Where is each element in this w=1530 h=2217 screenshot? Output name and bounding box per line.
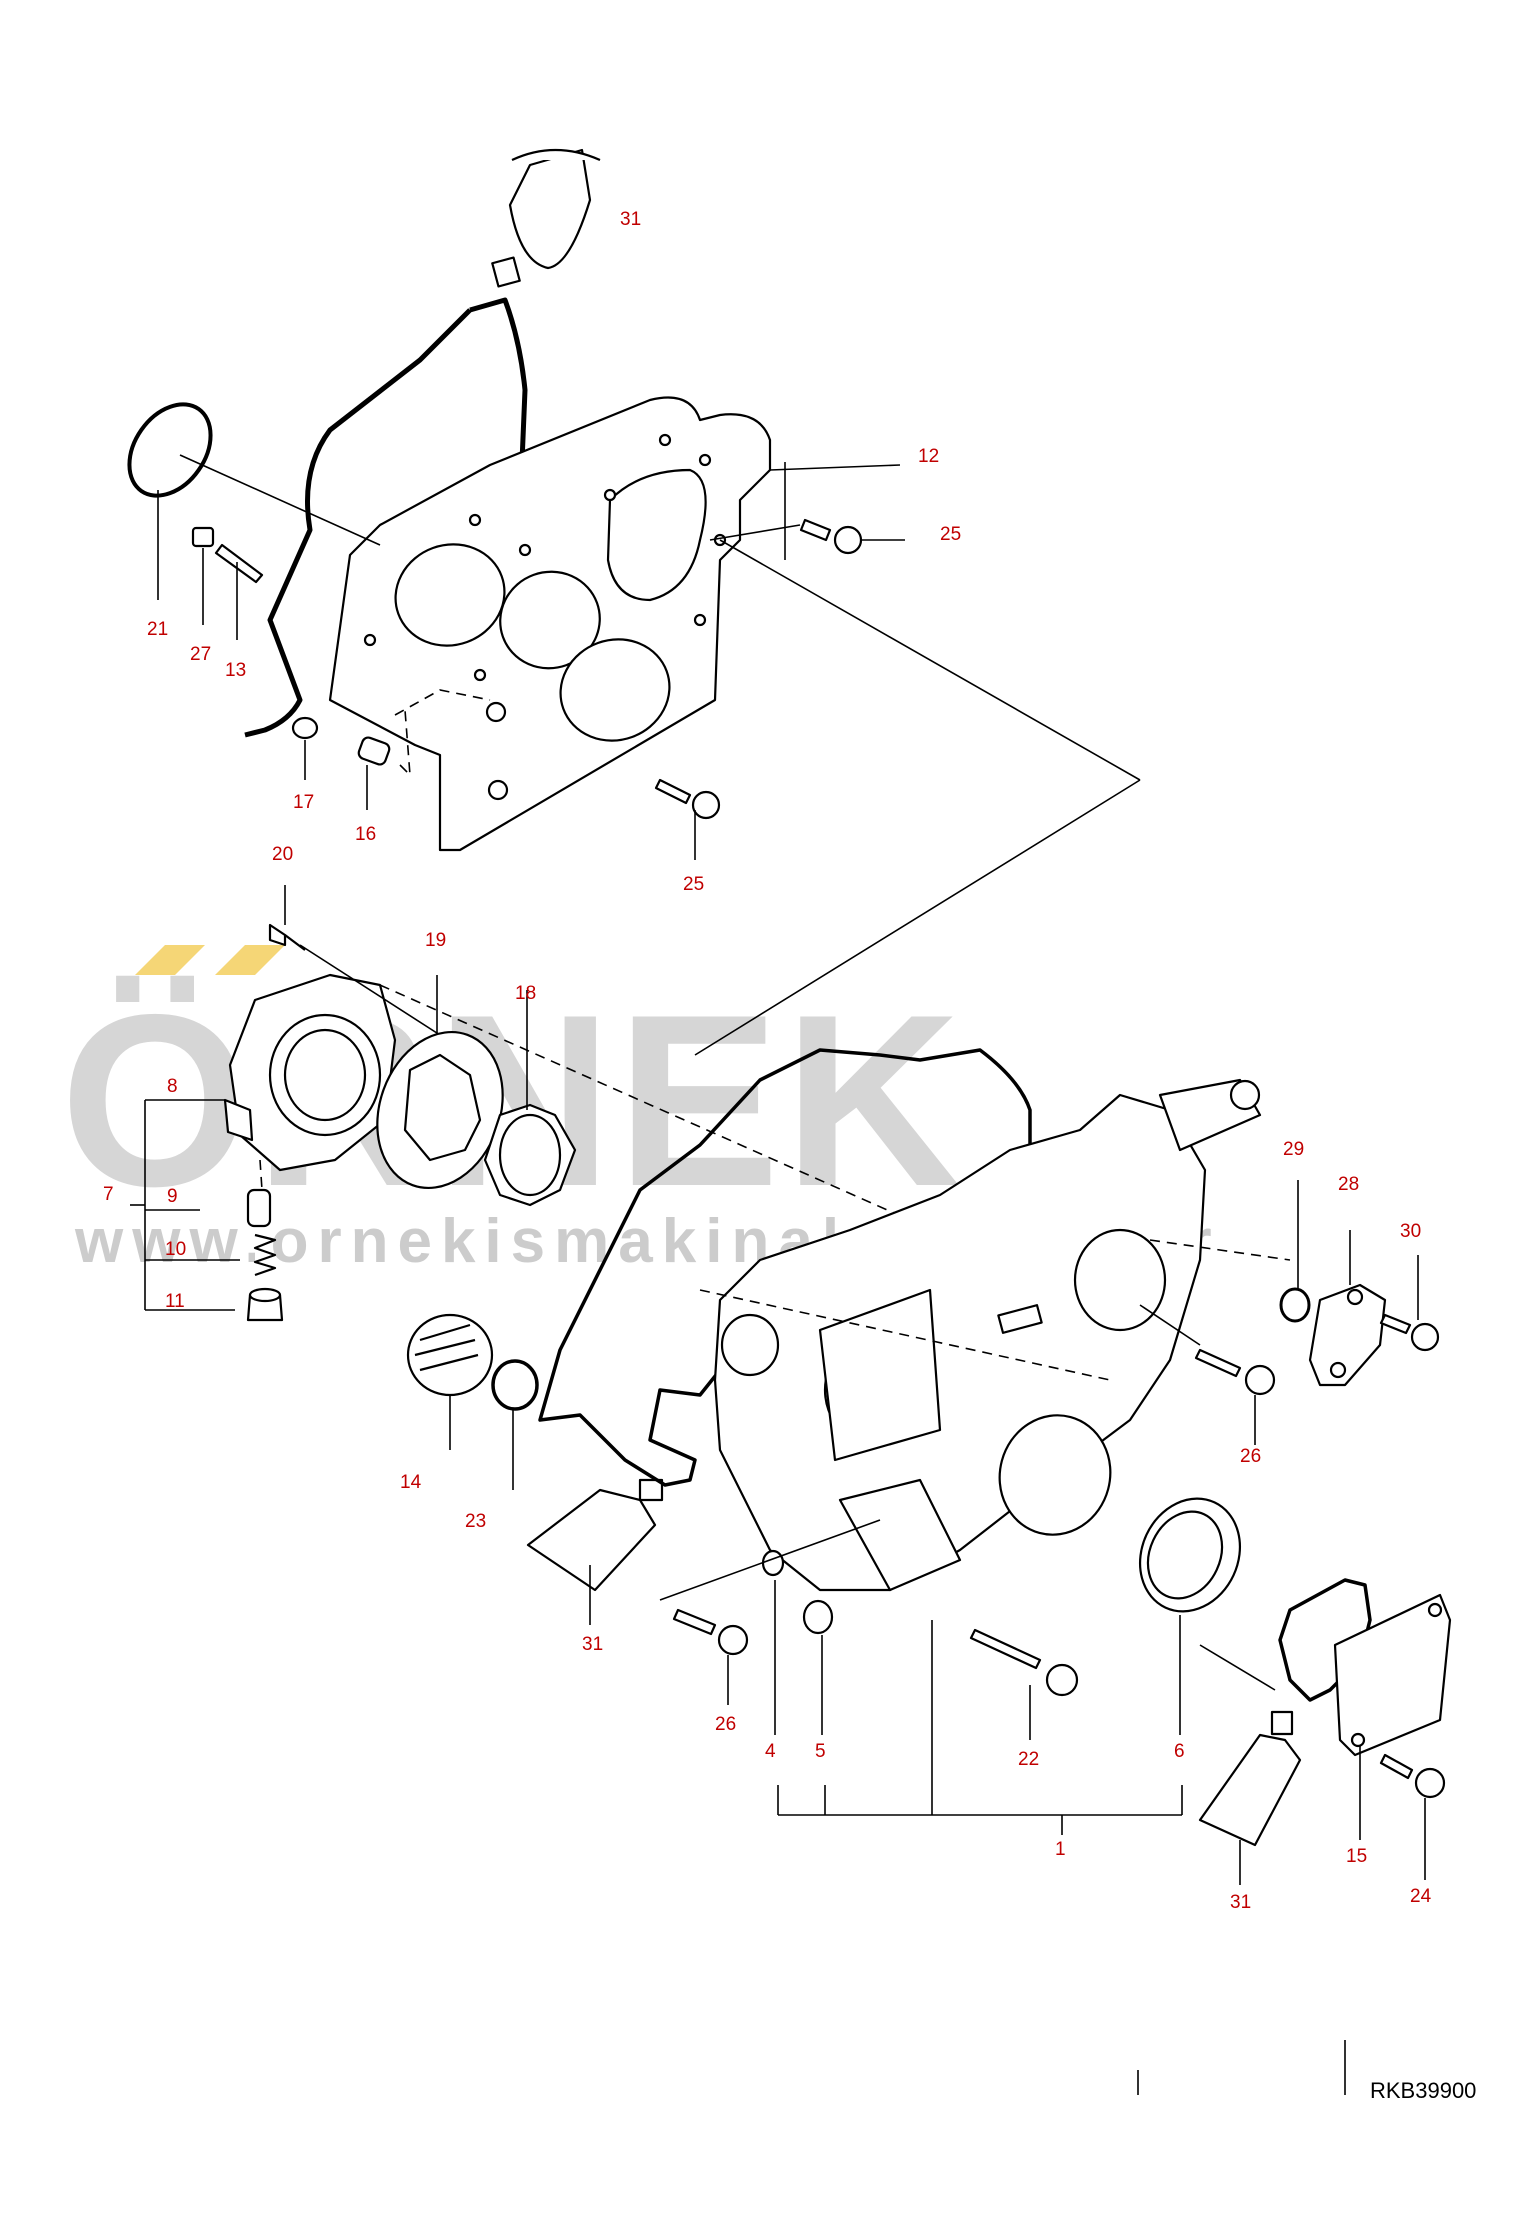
small-cover-plate [1308,1283,1387,1387]
assembly-bracket [777,1620,1183,1835]
callout-21: 21 [147,619,168,640]
callout-31-top: 31 [620,209,641,230]
bolt-rear-cover [1379,1753,1446,1799]
callout-17: 17 [293,792,314,813]
cover-o-ring [1279,1287,1311,1323]
sealant-tube-top [491,148,601,288]
callout-25-upper: 25 [940,524,961,545]
bolt-cover [1379,1313,1440,1352]
dowel-pin [357,736,391,766]
sealant-tube-bottom [1198,1710,1302,1847]
bolt-case-right [1194,1348,1276,1396]
callout-11: 11 [165,1291,185,1312]
o-ring-small [491,1359,539,1411]
bolt-case-left [672,1608,749,1656]
sealant-tube-middle [526,1478,664,1592]
callout-22: 22 [1018,1749,1039,1770]
callout-31-middle: 31 [582,1634,603,1655]
oil-pump-body [223,973,397,1172]
callout-29: 29 [1283,1139,1304,1160]
adapter-plate [328,396,772,852]
callout-1: 1 [1055,1839,1066,1860]
callout-15: 15 [1346,1846,1367,1867]
callout-20: 20 [272,844,293,865]
pump-inner-rotor [483,1103,577,1207]
round-cover-plug [406,1313,494,1397]
watermark-accent-right [215,945,285,975]
callout-28: 28 [1338,1174,1359,1195]
rear-cover-plate [1333,1593,1452,1757]
callout-16: 16 [355,824,376,845]
callout-labels: 31 12 25 21 27 13 17 16 25 20 19 18 8 7 … [103,209,1432,1913]
callout-26-right: 26 [1240,1446,1261,1467]
countersunk-screw [268,923,306,951]
plug-seal [802,1599,834,1635]
callout-12: 12 [918,446,939,467]
watermark-accent-left [135,945,205,975]
nut-and-stud [191,526,264,640]
plug-seal-small [761,1549,785,1577]
bolt-lower [654,778,721,860]
callout-27: 27 [190,644,211,665]
callout-31-bottom: 31 [1230,1892,1251,1913]
callout-24: 24 [1410,1886,1432,1907]
callout-10: 10 [165,1239,186,1260]
callout-14: 14 [400,1472,422,1493]
timing-case-gasket [538,1048,1032,1487]
drawing-reference-code: RKB39900 [1370,2078,1476,2103]
relief-valve-kit [130,1099,284,1322]
callout-25-lower: 25 [683,874,704,895]
callout-19: 19 [425,930,446,951]
callout-6: 6 [1174,1741,1185,1762]
small-seal-ring [291,716,319,740]
pump-outer-rotor [376,1030,504,1190]
callout-26-left: 26 [715,1714,736,1735]
callout-9: 9 [167,1186,178,1207]
bolt-long [969,1628,1079,1697]
callout-30: 30 [1400,1221,1421,1242]
callout-7: 7 [103,1184,114,1205]
crankshaft-oil-seal [1138,1497,1242,1613]
callout-4: 4 [765,1741,776,1762]
o-ring-large [127,402,213,498]
callout-5: 5 [815,1741,826,1762]
timing-case-body [713,1078,1262,1592]
callout-23: 23 [465,1511,486,1532]
callout-13: 13 [225,660,246,681]
callout-18: 18 [515,983,536,1004]
callout-8: 8 [167,1076,178,1097]
